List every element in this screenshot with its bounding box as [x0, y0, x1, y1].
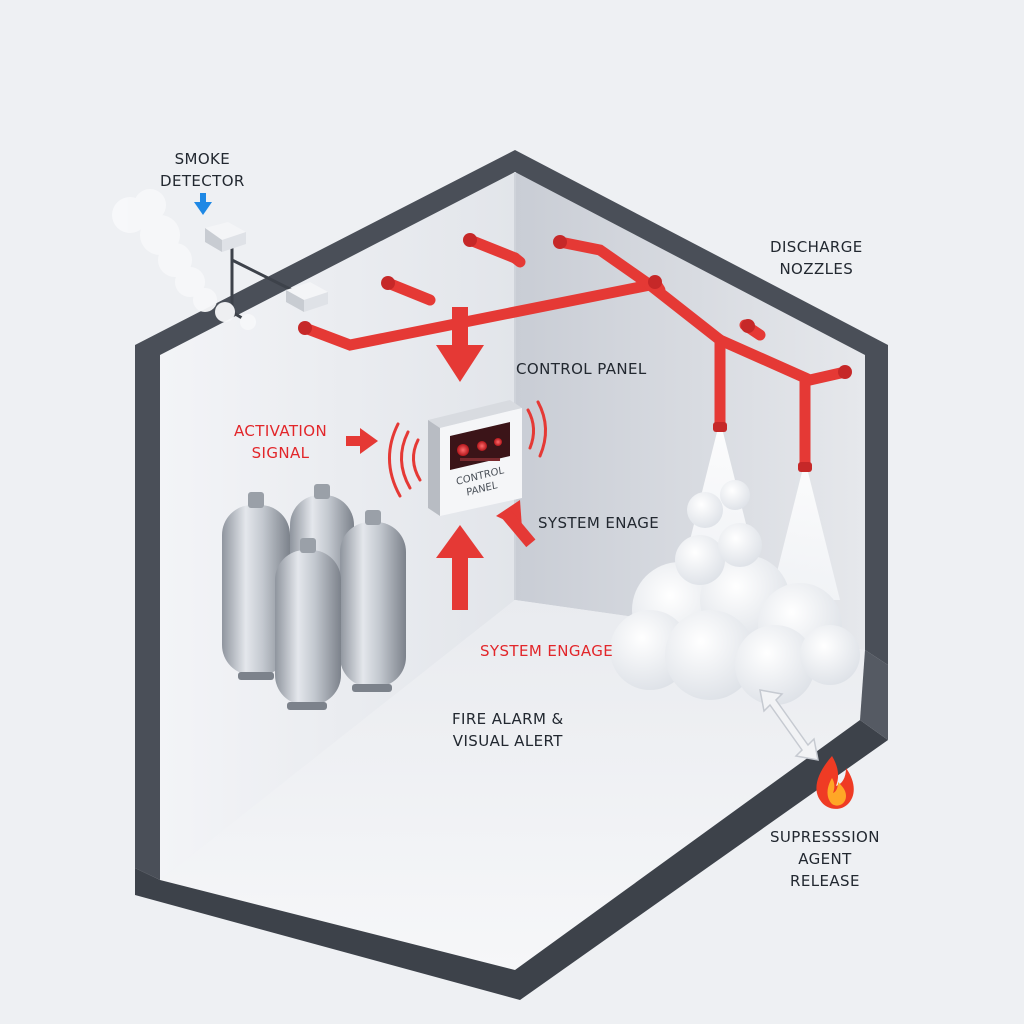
control-panel-label: Control Panel: [516, 358, 647, 380]
smoke-detector-label-line1: Smoke: [174, 150, 231, 168]
fire-alarm-label: Fire Alarm & Visual Alert: [452, 708, 564, 752]
gas-cylinder-icon: [222, 484, 406, 710]
suppression-release-label-line2: Agent: [798, 850, 852, 868]
signal-arrows: [346, 307, 536, 610]
smoke-detector-label-line2: Detector: [160, 172, 245, 190]
control-panel-device: [428, 400, 522, 516]
pipe-fittings: [298, 233, 852, 472]
fire-alarm-label-line1: Fire Alarm &: [452, 710, 564, 728]
suppression-release-label-line3: Release: [790, 872, 860, 890]
arrow-down-icon: [194, 193, 212, 215]
smoke-detector-label: Smoke Detector: [160, 148, 245, 192]
system-engage-center-label: System Engage: [480, 640, 613, 662]
discharge-nozzles-label-line2: Nozzles: [779, 260, 854, 278]
fire-alarm-label-line2: Visual Alert: [452, 732, 563, 750]
discharge-nozzles-label: Discharge Nozzles: [770, 236, 863, 280]
activation-signal-label-line1: Activation: [234, 422, 328, 440]
suppression-release-label: Supresssion Agent Release: [770, 826, 880, 892]
suppression-release-label-line1: Supresssion: [770, 828, 880, 846]
suppression-cloud: [610, 480, 860, 705]
activation-signal-label: Activation Signal: [234, 420, 327, 464]
system-engage-center-label-text: System Engage: [480, 642, 614, 660]
activation-signal-label-line2: Signal: [251, 444, 310, 462]
smoke-cloud: [112, 189, 256, 330]
wall-frame: [135, 150, 888, 1000]
control-panel-label-text: Control Panel: [516, 360, 647, 378]
alarm-signal-waves: [388, 400, 547, 498]
discharge-nozzles-label-line1: Discharge: [770, 238, 863, 256]
system-engage-right-label: System Enage: [538, 512, 659, 534]
release-arrow: [759, 689, 819, 761]
system-engage-right-label-text: System Enage: [538, 514, 660, 532]
fire-icon: [816, 756, 854, 809]
